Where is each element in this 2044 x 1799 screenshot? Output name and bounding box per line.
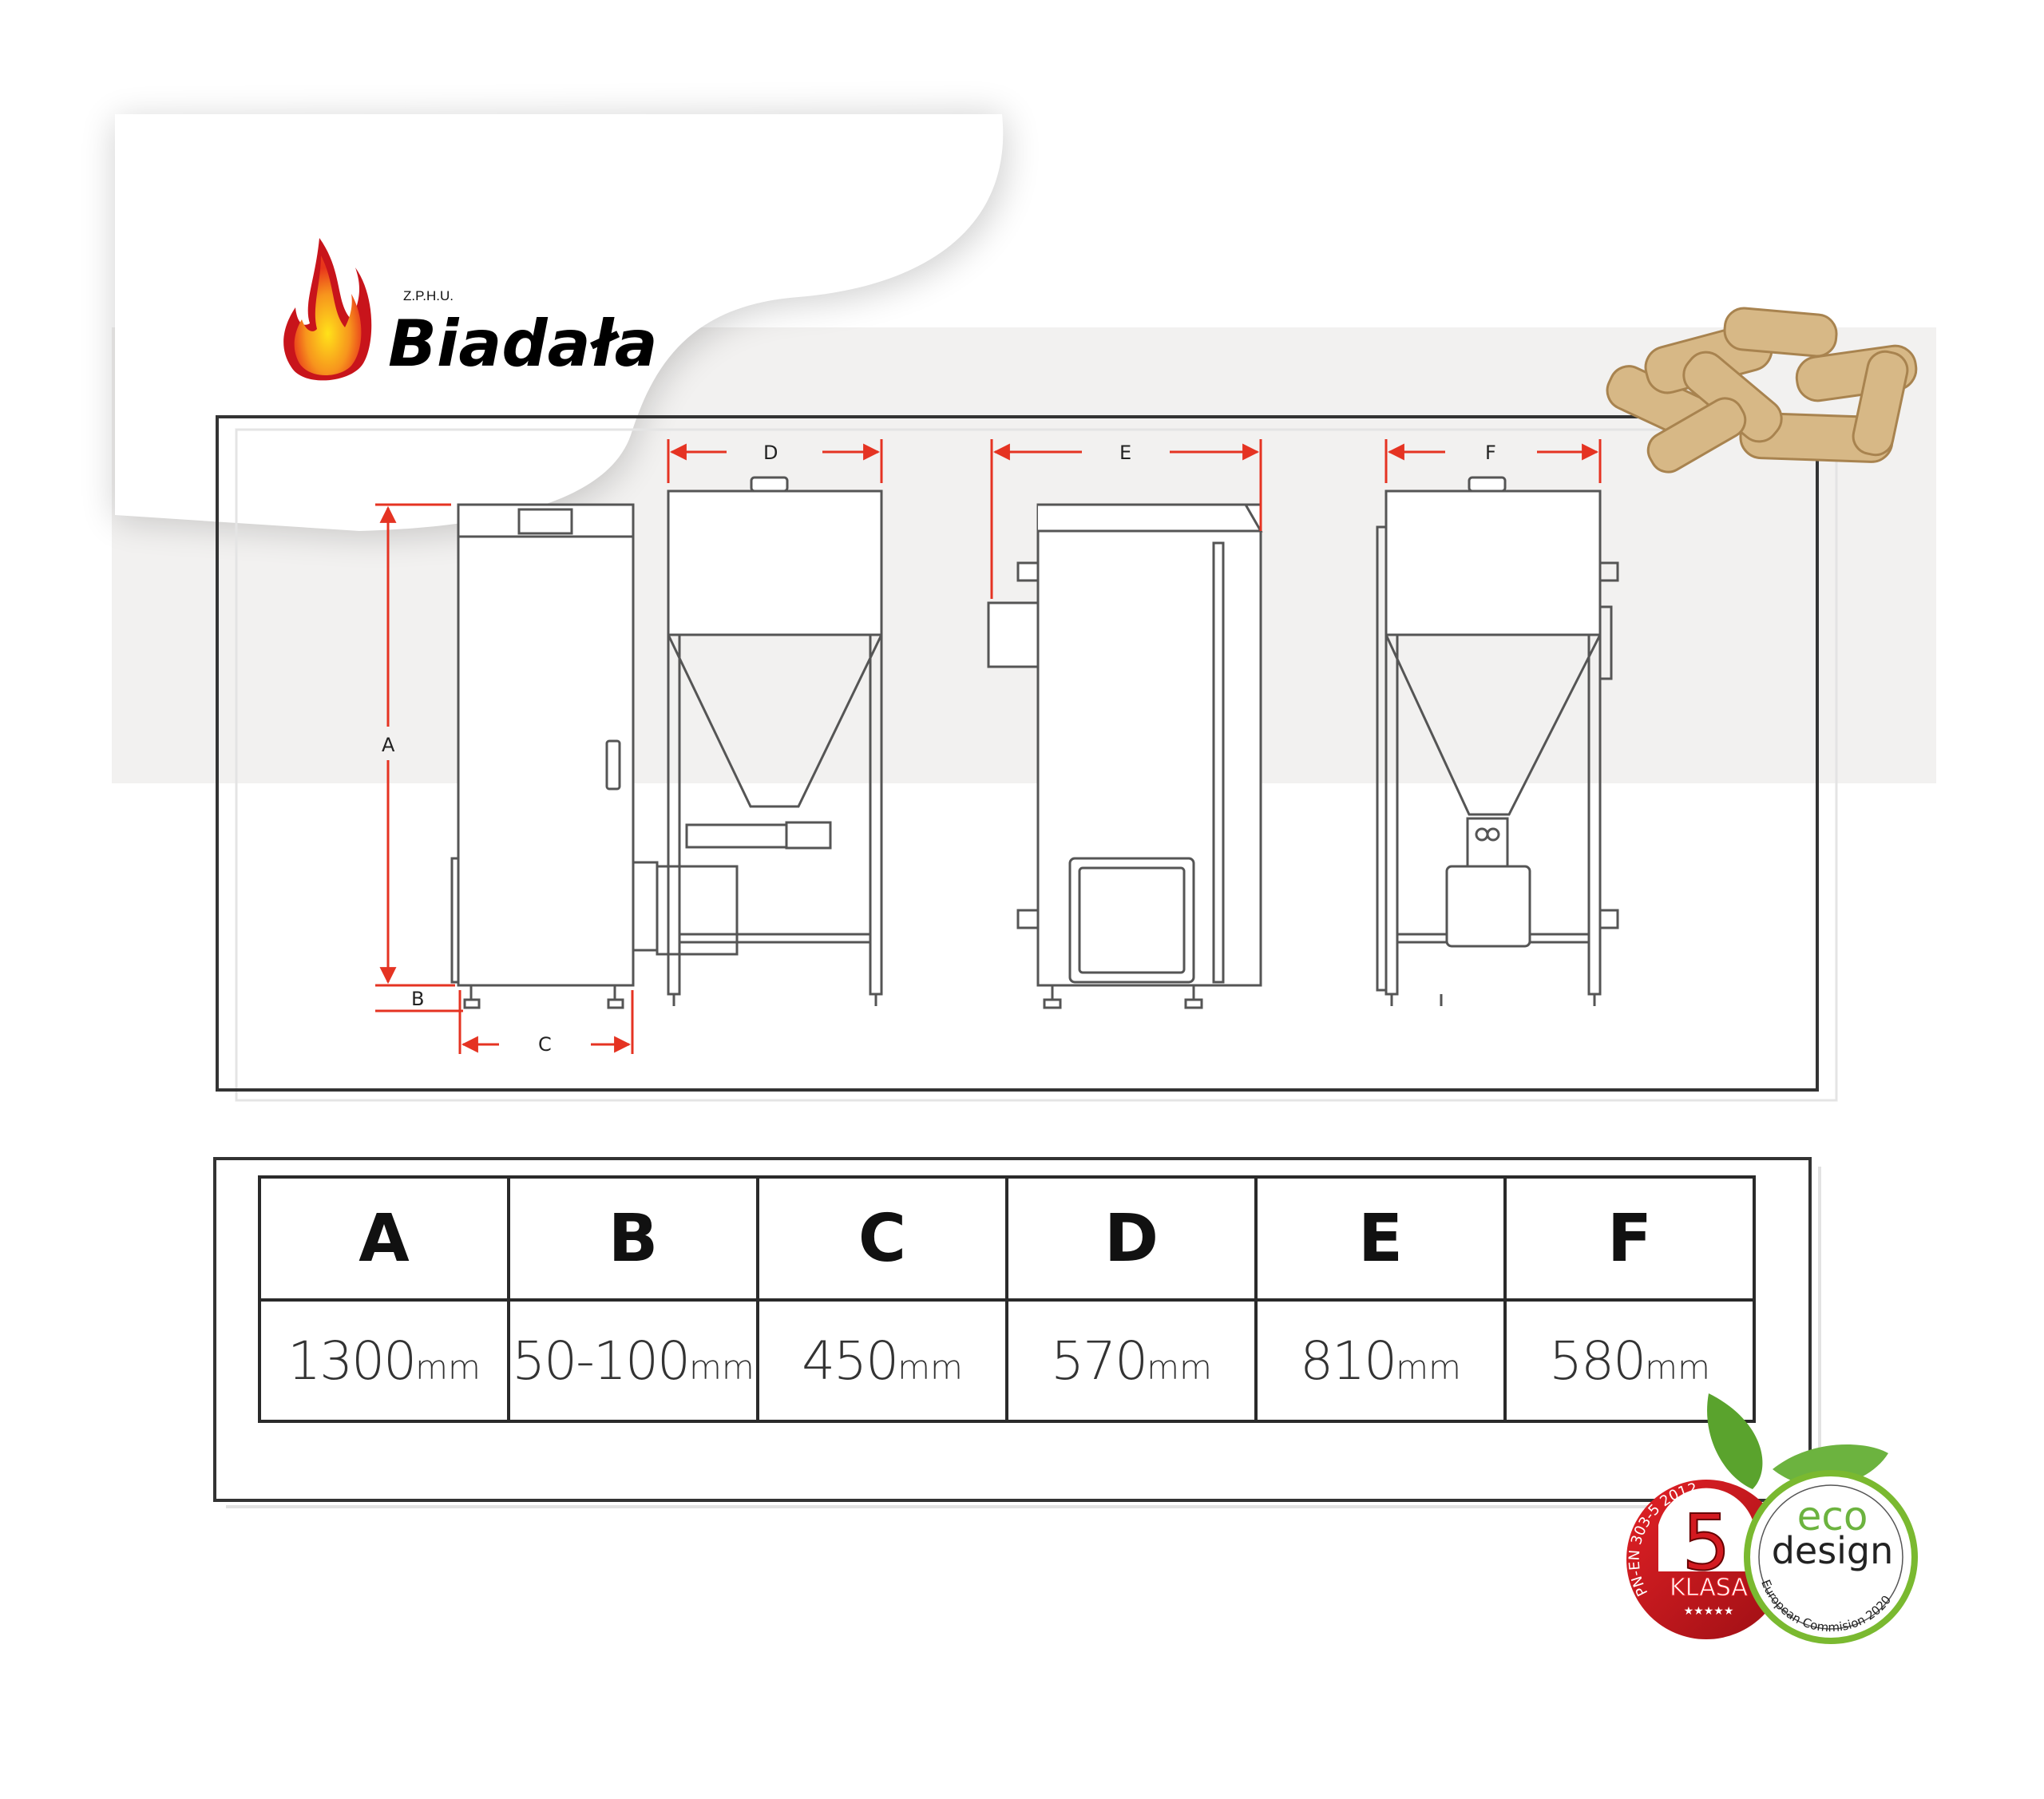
dim-label-e: E [1119,442,1131,464]
value-unit: mm [415,1347,481,1387]
header-cell: A [258,1175,510,1302]
header-cell: D [1005,1175,1258,1302]
value-unit: mm [688,1347,755,1387]
dim-label-c: C [538,1033,552,1056]
value-cell: 570mm [1005,1298,1258,1423]
dim-label-a: A [382,734,395,756]
design-text: design [1772,1529,1894,1572]
hopper-side-view [1376,476,1619,1006]
klasa-5-badge: 5 KLASA ★★★★★ PN-EN 303-5 2012 [1626,1480,1786,1639]
eco-text: eco [1797,1493,1868,1539]
value-number: 450 [802,1329,899,1392]
boiler-front-view [987,503,1263,1009]
dim-label-f: F [1485,442,1496,464]
value-number: 50-100 [512,1329,691,1392]
flame-logo-icon [283,238,372,381]
klasa-number: 5 [1682,1498,1730,1587]
header-cell: F [1503,1175,1756,1302]
value-cell: 50-100mm [507,1298,759,1423]
diagram-frame [216,415,1819,1092]
certification-badges: 5 KLASA ★★★★★ PN-EN 303-5 2012 eco desig… [1626,1393,1918,1644]
value-unit: mm [897,1347,963,1387]
value-number: 580 [1549,1329,1646,1392]
klasa-label: KLASA [1670,1574,1748,1602]
ecodesign-badge: eco design European Commision 2020 [1707,1393,1918,1644]
table-frame [213,1157,1812,1502]
value-cell: 810mm [1254,1298,1507,1423]
dimension-lines [375,439,1602,1054]
header-cell: E [1254,1175,1507,1302]
value-unit: mm [1147,1347,1212,1387]
brand-name: Biadała [388,307,658,381]
header-cell: B [507,1175,759,1302]
value-number: 570 [1051,1329,1148,1392]
value-number: 810 [1300,1329,1397,1392]
brand-prefix: Z.P.H.U. [403,288,454,303]
klasa-stars: ★★★★★ [1684,1605,1734,1618]
hopper-front-view [667,476,883,1006]
table-value-row: 1300mm 50-100mm 450mm 570mm 810mm 580mm [258,1298,1756,1423]
value-cell: 450mm [756,1298,1008,1423]
header-cell: C [756,1175,1008,1302]
value-number: 1300 [287,1329,417,1392]
dim-label-b: B [411,988,424,1010]
table-header-row: A B C D E F [258,1175,1756,1302]
value-cell: 1300mm [258,1298,510,1423]
diagram-frame-shadow [235,428,1838,1102]
value-unit: mm [1645,1347,1710,1387]
dim-label-d: D [763,442,778,464]
boiler-side-view [450,503,739,1009]
wood-pellets-image [1606,307,1918,474]
dimensions-table: A B C D E F 1300mm 50-100mm 450mm 570mm … [258,1175,1756,1423]
value-unit: mm [1396,1347,1461,1387]
